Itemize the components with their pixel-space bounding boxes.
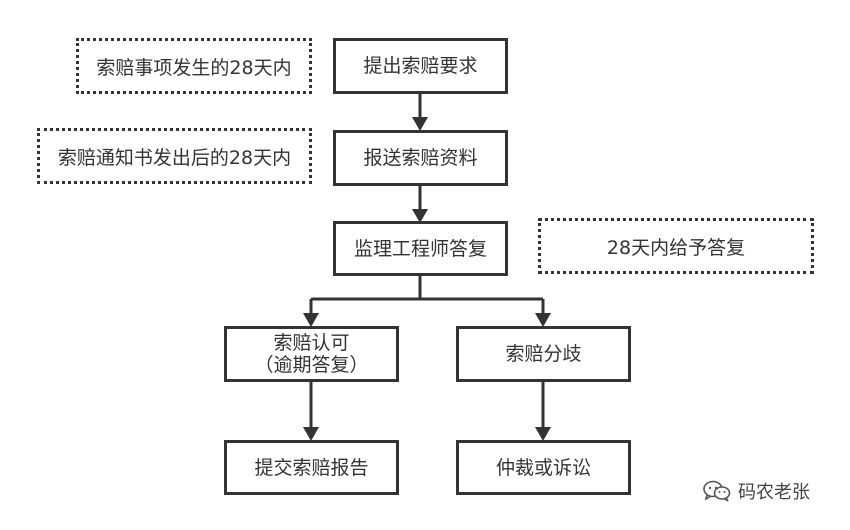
arrowhead bbox=[412, 209, 428, 223]
node-label-line2: （逾期答复） bbox=[254, 354, 369, 376]
note-within-28-days-event: 索赔事项发生的28天内 bbox=[76, 38, 312, 94]
node-claim-approved: 索赔认可 （逾期答复） bbox=[224, 326, 399, 382]
node-label: 提出索赔要求 bbox=[363, 55, 478, 77]
node-send-materials: 报送索赔资料 bbox=[333, 130, 508, 186]
arrowhead bbox=[412, 117, 428, 131]
note-reply-within-28-days: 28天内给予答复 bbox=[538, 218, 814, 274]
note-text: 索赔事项发生的28天内 bbox=[96, 56, 292, 79]
node-label: 提交索赔报告 bbox=[254, 456, 369, 479]
node-label: 索赔分歧 bbox=[505, 343, 582, 365]
arrowhead bbox=[535, 313, 551, 327]
node-label: 仲裁或诉讼 bbox=[495, 456, 591, 479]
node-submit-report: 提交索赔报告 bbox=[224, 440, 399, 495]
watermark-text: 码农老张 bbox=[738, 482, 810, 503]
node-submit-claim: 提出索赔要求 bbox=[333, 38, 508, 94]
arrowhead bbox=[303, 427, 319, 441]
note-within-28-days-notice: 索赔通知书发出后的28天内 bbox=[37, 128, 312, 184]
note-text: 28天内给予答复 bbox=[606, 236, 746, 259]
wechat-icon bbox=[703, 480, 731, 502]
node-engineer-reply: 监理工程师答复 bbox=[333, 221, 508, 276]
arrowhead bbox=[535, 427, 551, 441]
node-label: 监理工程师答复 bbox=[353, 237, 487, 260]
node-label: 报送索赔资料 bbox=[363, 147, 478, 169]
note-text: 索赔通知书发出后的28天内 bbox=[57, 146, 292, 169]
node-claim-dispute: 索赔分歧 bbox=[456, 326, 631, 382]
arrowhead bbox=[303, 313, 319, 327]
node-label-line1: 索赔认可 bbox=[273, 332, 350, 354]
watermark: 码农老张 bbox=[702, 478, 810, 504]
node-arbitration: 仲裁或诉讼 bbox=[456, 440, 631, 495]
